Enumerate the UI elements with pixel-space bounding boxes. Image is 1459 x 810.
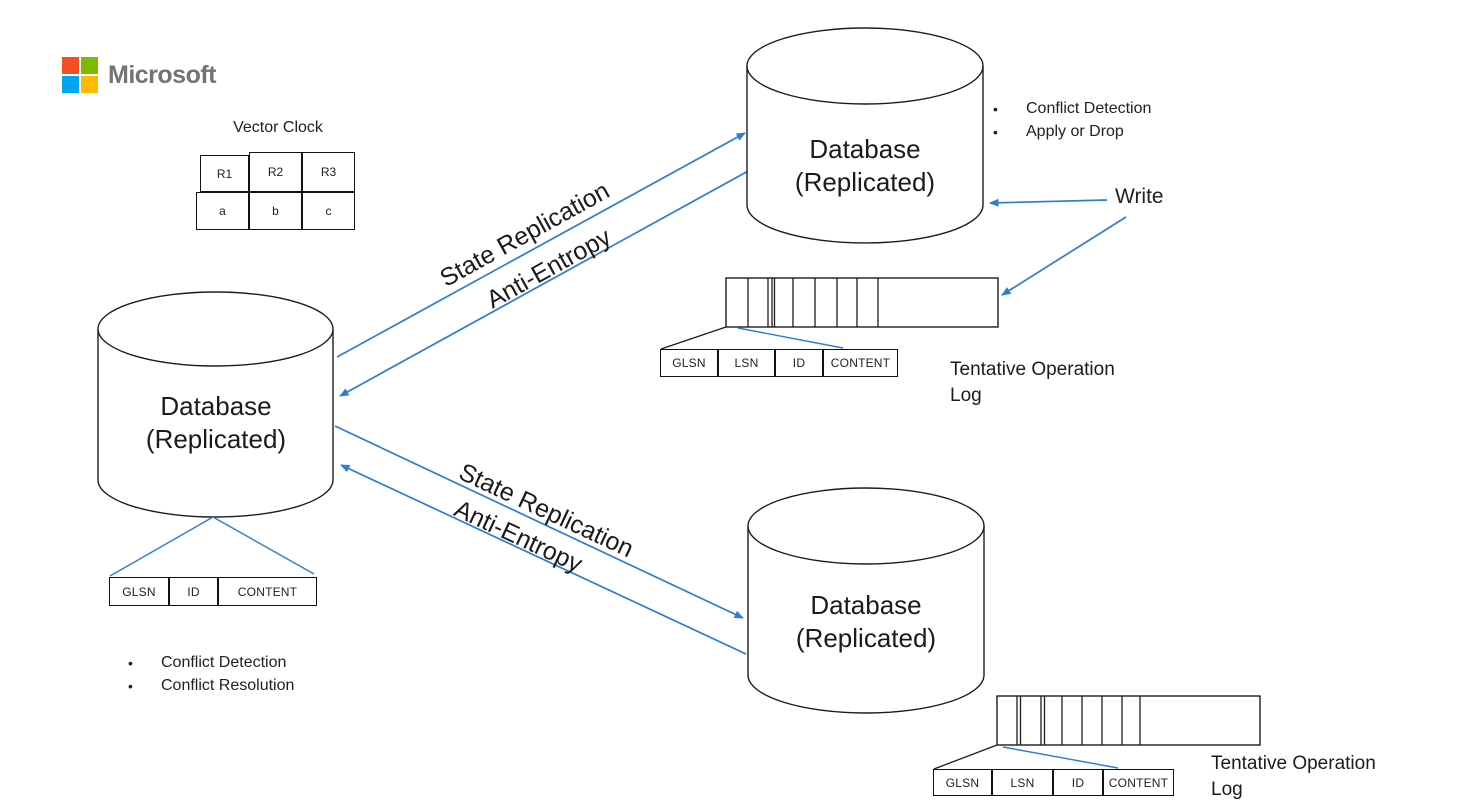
vector-clock-cell-r1: R1 — [200, 155, 249, 192]
note-conflict-detection-top: • Conflict Detection — [993, 97, 1151, 120]
write-label: Write — [1115, 185, 1164, 208]
bullet-icon: • — [993, 123, 998, 140]
schema-cell-lsn: LSN — [992, 769, 1053, 796]
tol-top-line2: Log — [950, 385, 982, 406]
vector-clock-cell-b: b — [249, 192, 302, 230]
schema-cell-content: CONTENT — [218, 577, 317, 606]
schema-cell-lsn: LSN — [718, 349, 775, 377]
replication-arrows-top — [336, 132, 751, 397]
record-schema-table-left: GLSN ID CONTENT — [109, 577, 317, 606]
vector-clock-title: Vector Clock — [233, 119, 323, 136]
callout-lines — [109, 326, 1119, 770]
microsoft-wordmark: Microsoft — [108, 60, 217, 89]
database-label-bottom-line2: (Replicated) — [795, 623, 937, 653]
database-label-left-line2: (Replicated) — [145, 424, 287, 454]
tol-bottom-line2: Log — [1211, 779, 1243, 800]
vector-clock-header-row: R1 R2 R3 — [200, 152, 355, 192]
database-cylinder-bottom-right — [747, 487, 985, 714]
operation-log-strip-bottom — [996, 695, 1261, 746]
note-text: Conflict Detection — [1026, 99, 1152, 117]
database-label-left-line1: Database — [160, 391, 272, 421]
bullet-icon: • — [993, 100, 998, 117]
database-label-top-right: Database (Replicated) — [747, 133, 983, 199]
database-label-bottom-line1: Database — [810, 590, 922, 620]
schema-cell-content: CONTENT — [1103, 769, 1174, 796]
schema-cell-id: ID — [169, 577, 218, 606]
microsoft-logo: Microsoft — [62, 57, 217, 93]
database-cylinder-top-right — [746, 27, 984, 244]
database-cylinder-left — [97, 291, 334, 518]
note-text: Apply or Drop — [1026, 122, 1124, 140]
schema-cell-id: ID — [775, 349, 823, 377]
note-conflict-resolution: • Conflict Resolution — [128, 674, 294, 697]
write-arrows — [989, 198, 1127, 296]
vector-clock-value-row: a b c — [196, 192, 355, 230]
vector-clock-cell-r3: R3 — [302, 152, 355, 192]
note-text: Conflict Detection — [161, 653, 287, 671]
logo-square-blue — [62, 76, 79, 93]
note-text: Conflict Resolution — [161, 676, 295, 694]
microsoft-logo-squares — [62, 57, 98, 93]
schema-cell-glsn: GLSN — [109, 577, 169, 606]
tentative-operation-log-label-bottom: Tentative Operation Log — [1211, 751, 1376, 803]
logo-square-yellow — [81, 76, 98, 93]
bullet-icon: • — [128, 654, 133, 671]
tol-bottom-line1: Tentative Operation — [1211, 753, 1376, 774]
schema-cell-content: CONTENT — [823, 349, 898, 377]
database-label-bottom-right: Database (Replicated) — [748, 589, 984, 655]
schema-cell-glsn: GLSN — [660, 349, 718, 377]
database-label-top-line2: (Replicated) — [794, 167, 936, 197]
vector-clock-cell-c: c — [302, 192, 355, 230]
record-schema-table-top: GLSN LSN ID CONTENT — [660, 349, 898, 377]
vector-clock-cell-a: a — [196, 192, 249, 230]
notes-top-right: • Conflict Detection • Apply or Drop — [993, 97, 1151, 143]
operation-log-strip-top — [725, 277, 999, 328]
schema-cell-id: ID — [1053, 769, 1103, 796]
record-schema-table-bottom: GLSN LSN ID CONTENT — [933, 769, 1174, 796]
replication-arrows-bottom — [334, 425, 747, 655]
database-label-top-line1: Database — [809, 134, 921, 164]
vector-clock-cell-r2: R2 — [249, 152, 302, 192]
notes-left: • Conflict Detection • Conflict Resoluti… — [128, 651, 294, 697]
logo-square-green — [81, 57, 98, 74]
note-apply-or-drop: • Apply or Drop — [993, 120, 1151, 143]
bullet-icon: • — [128, 677, 133, 694]
schema-cell-glsn: GLSN — [933, 769, 992, 796]
database-label-left: Database (Replicated) — [98, 390, 334, 456]
note-conflict-detection-left: • Conflict Detection — [128, 651, 294, 674]
logo-square-red — [62, 57, 79, 74]
tentative-operation-log-label-top: Tentative Operation Log — [950, 357, 1115, 409]
tol-top-line1: Tentative Operation — [950, 359, 1115, 380]
